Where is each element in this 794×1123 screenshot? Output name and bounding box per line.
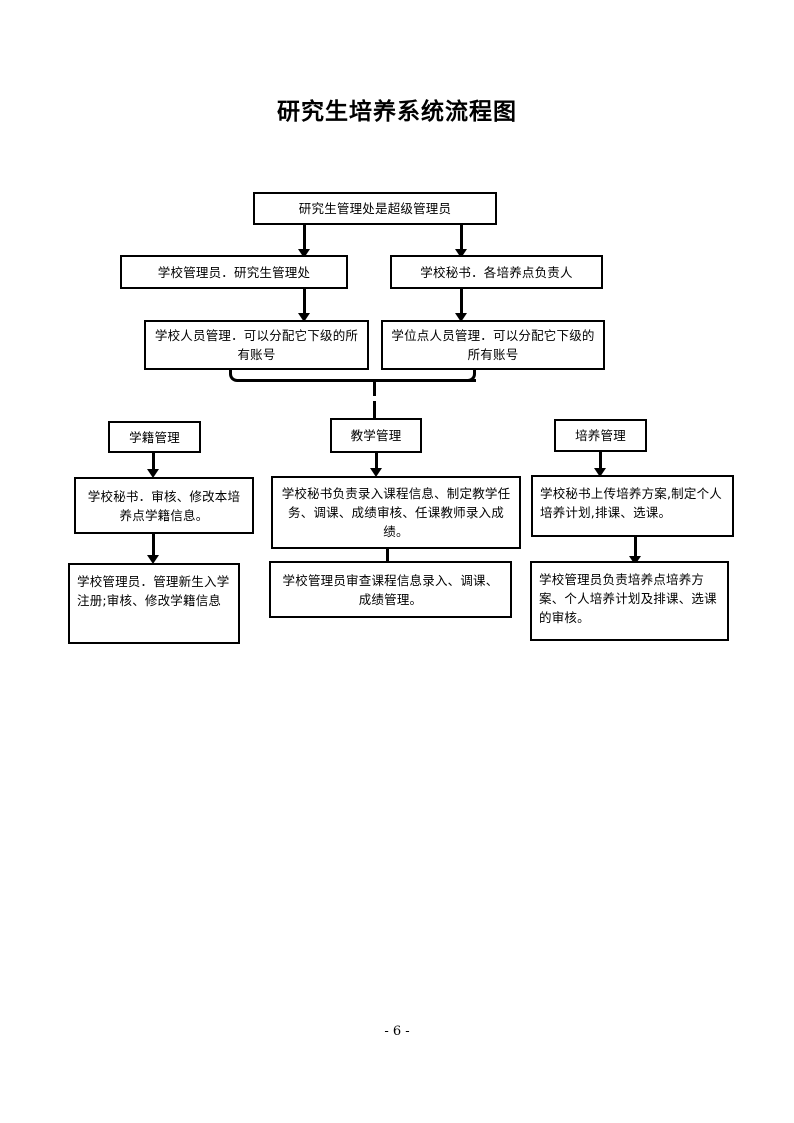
node-cat-cultivation-label: 培养管理: [575, 428, 626, 443]
edge-root-to-secretary-school-arrow: [455, 249, 467, 258]
edge-cat-teaching-to-secretary-line: [375, 453, 378, 472]
node-teaching-admin-label: 学校管理员审查课程信息录入、调课、成绩管理。: [282, 572, 499, 607]
node-cat-teaching: 教学管理: [330, 418, 422, 453]
node-cultivation-secretary: 学校秘书上传培养方案,制定个人培养计划,排课、选课。: [531, 475, 734, 537]
node-secretary-school: 学校秘书．各培养点负责人: [390, 255, 603, 289]
node-admin-school-label: 学校管理员．研究生管理处: [157, 264, 311, 280]
node-degree-point-staff-mgmt: 学位点人员管理．可以分配它下级的所有账号: [381, 320, 605, 370]
edge-status-secretary-to-admin-line: [152, 534, 155, 559]
node-cat-student-status-label: 学籍管理: [129, 429, 180, 445]
edge-merge-drop-seg1: [373, 382, 376, 396]
edge-admin-school-to-staff-mgmt-line: [303, 289, 306, 317]
node-status-admin: 学校管理员．管理新生入学注册;审核、修改学籍信息: [68, 563, 240, 644]
node-cultivation-admin: 学校管理员负责培养点培养方案、个人培养计划及排课、选课的审核。: [530, 561, 729, 641]
node-status-secretary-label: 学校秘书．审核、修改本培养点学籍信息。: [87, 488, 241, 523]
edge-merge-drop-seg2: [373, 401, 376, 421]
edge-cultivation-secretary-to-admin-arrow: [629, 556, 641, 565]
edge-cat-cultivation-to-secretary-line: [599, 452, 602, 472]
node-degree-point-staff-mgmt-label: 学位点人员管理．可以分配它下级的所有账号: [391, 328, 595, 362]
node-cultivation-admin-label: 学校管理员负责培养点培养方案、个人培养计划及排课、选课的审核。: [539, 572, 717, 625]
node-secretary-school-label: 学校秘书．各培养点负责人: [420, 264, 573, 280]
node-cultivation-secretary-label: 学校秘书上传培养方案,制定个人培养计划,排课、选课。: [540, 486, 722, 520]
edge-admin-school-to-staff-mgmt-arrow: [298, 313, 310, 322]
edge-cat-status-to-secretary-line: [152, 453, 155, 473]
edge-secretary-school-to-degree-staff-arrow: [455, 313, 467, 322]
node-teaching-secretary-label: 学校秘书负责录入课程信息、制定教学任务、调课、成绩审核、任课教师录入成绩。: [281, 486, 511, 539]
node-cat-cultivation: 培养管理: [554, 419, 647, 452]
node-school-staff-mgmt-label: 学校人员管理．可以分配它下级的所有账号: [154, 328, 359, 362]
edge-root-to-secretary-school-line: [460, 225, 463, 253]
node-admin-school: 学校管理员．研究生管理处: [120, 255, 348, 289]
edge-cat-status-to-secretary-arrow: [147, 469, 159, 478]
node-school-staff-mgmt: 学校人员管理．可以分配它下级的所有账号: [144, 320, 369, 370]
edge-status-secretary-to-admin-arrow: [147, 555, 159, 564]
node-root: 研究生管理处是超级管理员: [253, 192, 497, 225]
node-teaching-admin: 学校管理员审查课程信息录入、调课、成绩管理。: [269, 561, 512, 618]
node-status-admin-label: 学校管理员．管理新生入学注册;审核、修改学籍信息: [77, 574, 230, 608]
page-number: - 6 -: [384, 1024, 410, 1039]
node-cat-teaching-label: 教学管理: [350, 428, 402, 443]
edge-merge-left-elbow: [229, 370, 243, 382]
node-root-label: 研究生管理处是超级管理员: [298, 201, 452, 216]
edge-merge-horizontal: [240, 379, 476, 382]
node-teaching-secretary: 学校秘书负责录入课程信息、制定教学任务、调课、成绩审核、任课教师录入成绩。: [271, 476, 521, 549]
node-status-secretary: 学校秘书．审核、修改本培养点学籍信息。: [74, 477, 254, 534]
edge-root-to-admin-school-arrow: [298, 249, 310, 258]
node-cat-student-status: 学籍管理: [108, 421, 201, 453]
edge-cat-teaching-to-secretary-arrow: [370, 468, 382, 477]
edge-root-to-admin-school-line: [303, 225, 306, 253]
edge-teaching-secretary-to-admin-line: [386, 549, 389, 571]
edge-secretary-school-to-degree-staff-line: [460, 289, 463, 317]
page-title: 研究生培养系统流程图: [277, 98, 517, 125]
edge-cat-cultivation-to-secretary-arrow: [594, 468, 606, 477]
edge-cultivation-secretary-to-admin-line: [634, 537, 637, 560]
